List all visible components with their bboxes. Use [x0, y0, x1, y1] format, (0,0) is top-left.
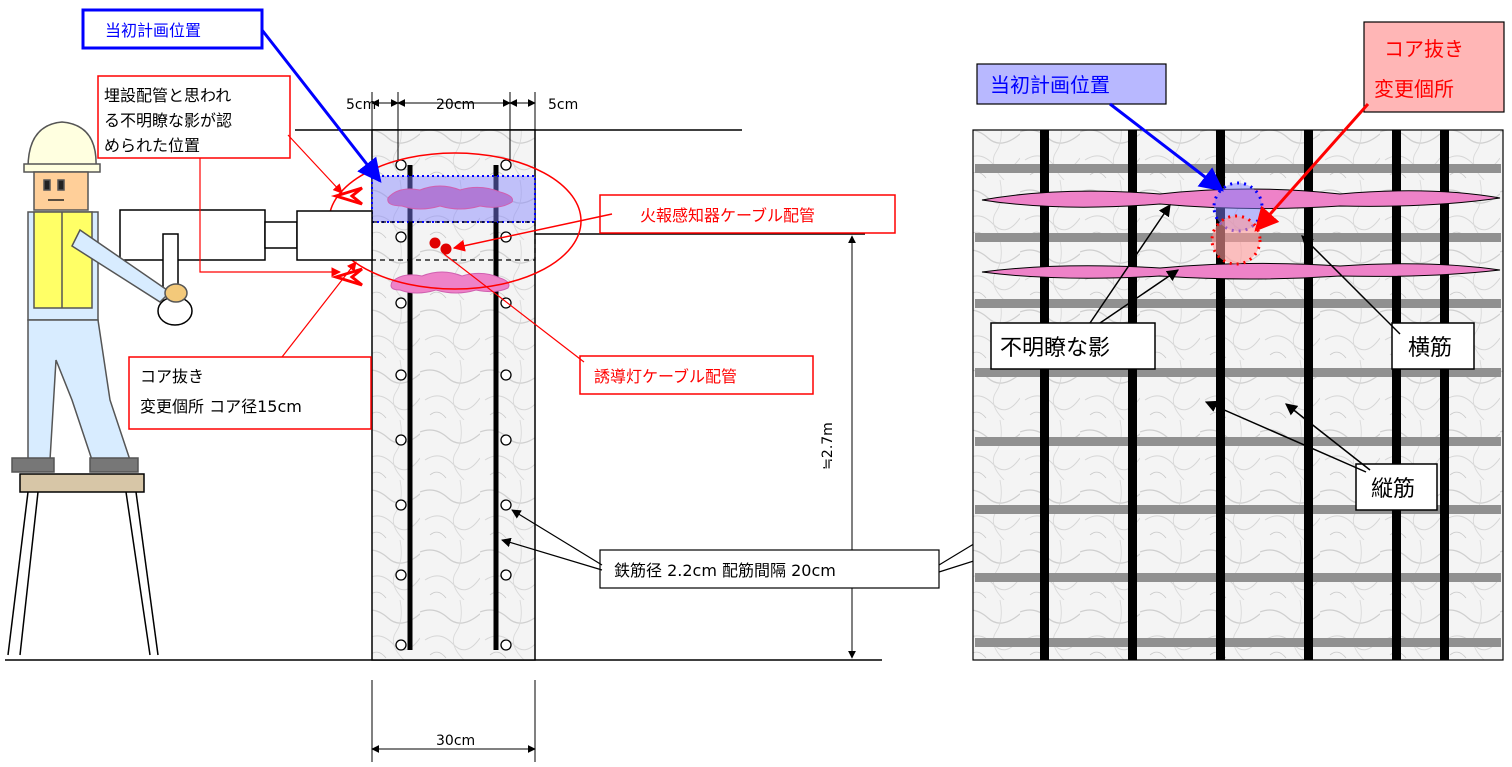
dim-label-left-5: 5cm [346, 97, 376, 113]
suspected-pipe-line3: められた位置 [104, 136, 200, 155]
fire-sensor-cable-label: 火報感知器ケーブル配管 [640, 206, 815, 225]
right-core-changed-line1: コア抜き [1384, 37, 1464, 61]
dim-label-width-30: 30cm [436, 733, 475, 749]
plan-position-label: 当初計画位置 [105, 21, 201, 40]
fire-sensor-pipe-2 [440, 243, 452, 255]
right-core-changed-line2: 変更個所 [1374, 77, 1454, 101]
suspected-pipe-line2: る不明瞭な影が認 [104, 111, 232, 130]
suspected-pipe-box [97, 75, 291, 159]
shadow-band-lower [981, 262, 1501, 280]
plan-position-box [81, 8, 264, 50]
core-changed-box [128, 356, 372, 430]
rebar-sections-right [500, 159, 512, 651]
fire-sensor-cable-box [599, 194, 896, 234]
rebar-spec-leader-1 [511, 509, 603, 566]
vertical-bar-label: 縦筋 [1371, 477, 1415, 502]
unclear-shadow-box [990, 322, 1156, 370]
changed-core-circle [1210, 214, 1262, 266]
core-changed-line2: 変更個所 コア径15cm [140, 397, 302, 416]
suspected-pipe-line1: 埋設配管と思われ [104, 86, 231, 105]
right-core-changed-leader [1254, 103, 1370, 232]
pipe-shadow-upper [387, 185, 513, 210]
vertical-bar-leader-2 [1285, 403, 1371, 471]
unclear-shadow-leader-1 [1089, 204, 1171, 324]
core-drill-machine [119, 209, 373, 326]
vertical-bar-box [1355, 463, 1438, 511]
rebar-sections-left [395, 159, 407, 651]
plan-position-marker [330, 186, 363, 206]
right-plan-position-box [976, 63, 1167, 105]
rebar-spec-leader-2 [501, 537, 603, 571]
plan-position-leader [260, 29, 382, 183]
unclear-shadow-label: 不明瞭な影 [1000, 336, 1110, 361]
rebar-spec-label: 鉄筋径 2.2cm 配筋間隔 20cm [614, 561, 836, 580]
right-plan-position-label: 当初計画位置 [990, 73, 1110, 97]
guide-light-cable-label: 誘導灯ケーブル配管 [594, 367, 737, 386]
horizontal-bar-box [1391, 322, 1475, 370]
vertical-rebars [1040, 130, 1449, 660]
right-core-changed-box [1363, 21, 1505, 113]
core-changed-line1: コア抜き [140, 367, 204, 386]
suspected-pipe-leader-1 [287, 134, 343, 194]
core-changed-leader [281, 261, 357, 358]
rebar-spec-box [599, 549, 940, 589]
unclear-shadow-leader-2 [1099, 269, 1179, 324]
horizontal-bar-leader [1301, 235, 1401, 335]
suspected-pipe-leader-2 [199, 158, 341, 277]
dim-label-right-5: 5cm [548, 97, 578, 113]
guide-light-cable-leader [443, 253, 585, 363]
dim-label-height: ≒2.7m [820, 422, 836, 470]
vertical-bar-leader-1 [1204, 400, 1367, 473]
horizontal-bar-label: 横筋 [1408, 336, 1452, 361]
step-stool [7, 473, 159, 656]
fire-sensor-cable-leader [452, 213, 613, 252]
right-plan-position-leader [1109, 102, 1224, 192]
fire-sensor-pipe-1 [429, 237, 441, 249]
guide-light-cable-box [579, 355, 814, 395]
dim-label-mid-20: 20cm [436, 97, 475, 113]
worker-illustration [11, 121, 188, 473]
